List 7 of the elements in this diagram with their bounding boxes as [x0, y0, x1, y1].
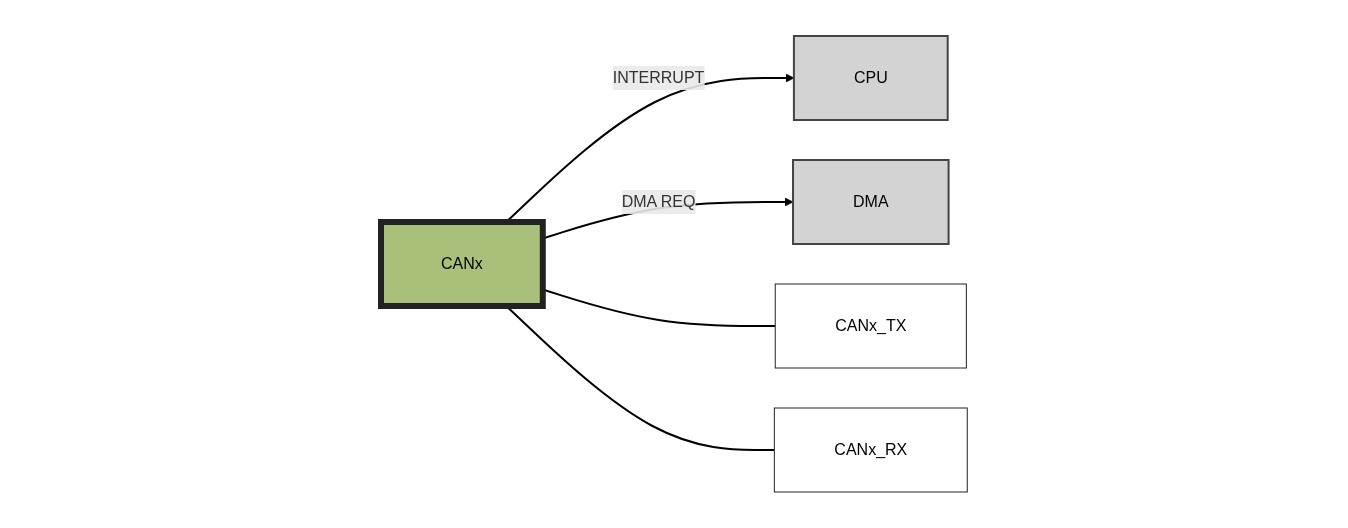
edge-label: INTERRUPT: [612, 69, 705, 86]
node-box: CANx_TX: [774, 283, 967, 369]
node-box: CANx: [377, 219, 546, 309]
edge-label: DMA REQ: [621, 193, 696, 210]
node-box: CPU: [792, 35, 949, 121]
node-box: CANx_RX: [773, 407, 968, 493]
node-box: DMA: [791, 159, 950, 245]
